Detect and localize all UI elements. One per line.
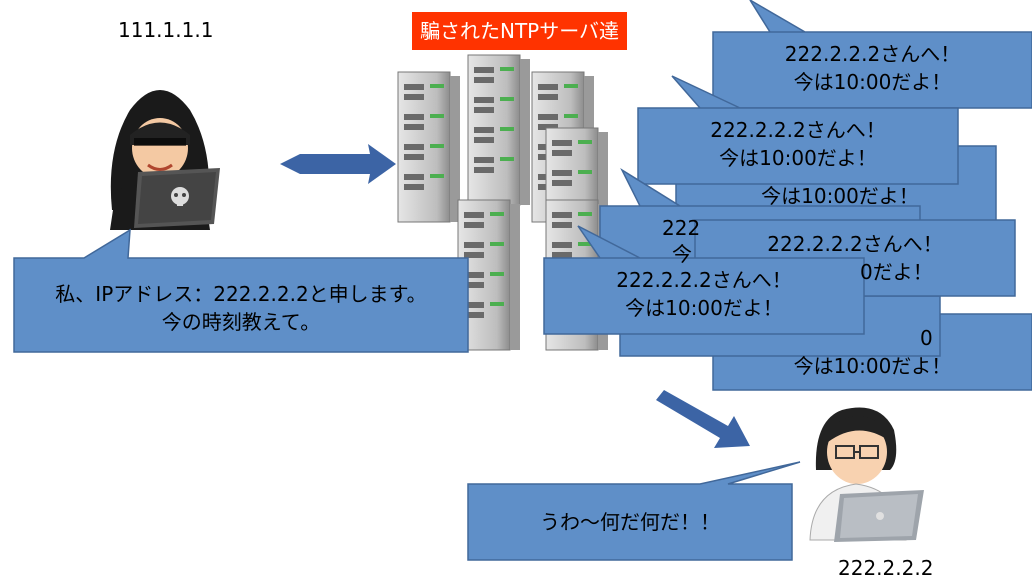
hacker-icon: [110, 90, 220, 230]
servers-title: 騙されたNTPサーバ達: [412, 12, 628, 50]
reply-bubble: [637, 75, 959, 185]
reply-fragment: 今は10:00だよ！: [793, 354, 952, 378]
reply-fragment: 222: [662, 216, 701, 240]
server-icon: [397, 71, 461, 223]
reply-text: 222.2.2.2さんへ！: [695, 230, 1015, 258]
victim-icon: [809, 407, 924, 542]
reply-bubble: [543, 225, 865, 335]
victim-speech-bubble: [467, 461, 801, 561]
reply-line-2: 今は10:00だよ！: [719, 146, 877, 170]
reply-text: 222.2.2.2さんへ！ 今は10:00だよ！: [544, 266, 864, 322]
attacker-line-1: 私、IPアドレス：222.2.2.2と申します。: [55, 282, 427, 306]
reply-line-1: 222.2.2.2さんへ！: [616, 268, 792, 292]
victim-ip: 222.2.2.2: [838, 556, 934, 580]
reply-line-1: 222.2.2.2さんへ！: [710, 118, 886, 142]
reply-fragment: 今: [672, 242, 692, 266]
reply-fragment: 今は10:00だよ！: [761, 184, 919, 208]
reply-text: 222.2.2.2さんへ！ 今は10:00だよ！: [638, 116, 958, 172]
reply-line-2: 今は10:00だよ！: [625, 296, 783, 320]
server-icon: [467, 54, 531, 206]
attacker-ip: 111.1.1.1: [118, 18, 214, 42]
attacker-line-2: 今の時刻教えて。: [161, 310, 321, 334]
arrow-to-servers: [280, 144, 396, 184]
reply-line-1: 222.2.2.2さんへ！: [767, 232, 943, 256]
reply-fragment: 0: [920, 326, 933, 350]
reply-bubble: [712, 0, 1032, 109]
attacker-message: 私、IPアドレス：222.2.2.2と申します。 今の時刻教えて。: [14, 280, 468, 336]
reply-fragment: 0だよ！: [860, 260, 933, 284]
reply-text: 222.2.2.2さんへ！ 今は10:00だよ！: [713, 40, 1032, 96]
reply-line-2: 今は10:00だよ！: [793, 70, 952, 94]
victim-message: うわ〜何だ何だ！！: [540, 510, 720, 534]
reply-line-1: 222.2.2.2さんへ！: [784, 42, 961, 66]
attacker-speech-bubble: [13, 228, 469, 353]
arrow-to-victim: [656, 390, 750, 448]
